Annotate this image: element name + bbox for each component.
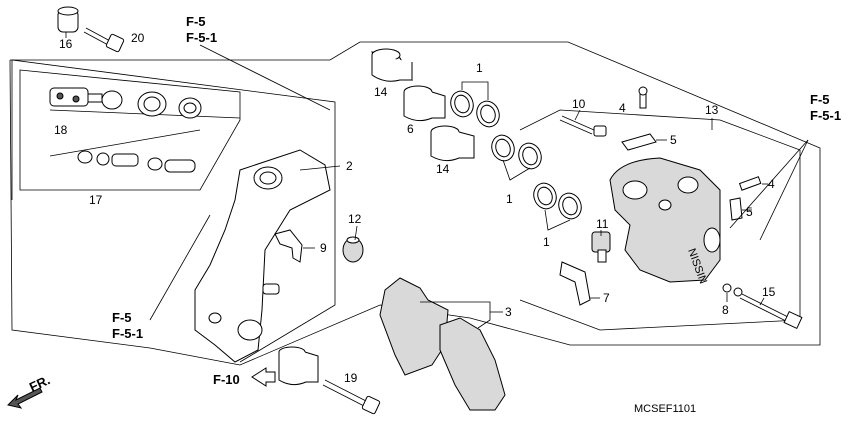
leader-1-top: [461, 81, 489, 100]
callout-13: 13: [705, 103, 719, 117]
leader-f5-left: [149, 214, 211, 321]
callout-16: 16: [59, 37, 73, 51]
callout-19: 19: [344, 371, 358, 385]
leader-f5-right-2: [759, 139, 809, 241]
part-6-sleeve: [403, 85, 446, 122]
part-4-bleeder-right: [738, 176, 762, 191]
callout-11: 11: [596, 217, 609, 231]
part-14-sleeve-lower: [430, 125, 475, 162]
callout-9: 9: [320, 241, 327, 255]
ref-f5-left: F-5: [112, 310, 132, 325]
part-17-pin-parts: [77, 150, 196, 173]
sleeve-f10: [278, 346, 319, 386]
leader-2: [299, 165, 341, 171]
callout-5-upper: 5: [670, 133, 677, 147]
front-arrow-icon: [7, 387, 43, 409]
callout-15: 15: [762, 285, 776, 299]
leader-10: [574, 109, 581, 121]
callout-7: 7: [603, 291, 610, 305]
assembly-outline: [9, 41, 821, 366]
part-15-bolt: [733, 287, 803, 330]
part-5-cap-upper: [621, 133, 657, 151]
leader-12: [354, 225, 358, 241]
ref-f5-top: F-5: [186, 14, 206, 29]
callout-20: 20: [131, 31, 145, 45]
ref-f51-top: F-5-1: [186, 30, 217, 45]
front-arrow-label: FR.: [27, 372, 52, 394]
part-19-bolt: [322, 379, 381, 415]
part-18-pin-assembly: [49, 87, 202, 119]
part-7-pad-spring: [559, 261, 591, 306]
f10-arrow-icon: [251, 367, 276, 387]
leader-3: [420, 301, 491, 329]
pin-box-inner-2: [49, 129, 201, 157]
callout-12: 12: [348, 212, 362, 226]
part-10-pad-pin: [559, 115, 607, 137]
leader-1-bot: [544, 209, 571, 231]
callout-4-right: 4: [768, 177, 775, 191]
callout-2: 2: [346, 159, 353, 173]
callout-5-right: 5: [746, 205, 753, 219]
callout-1-top: 1: [476, 61, 483, 75]
callout-14-lower: 14: [436, 162, 450, 176]
part-3-brake-pads: [379, 277, 506, 411]
part-14-sleeve-upper: [371, 48, 413, 82]
leader-f5-right: [729, 139, 809, 229]
callout-18: 18: [54, 123, 68, 137]
part-16-sleeve: [57, 6, 79, 33]
part-5-cap-right: [729, 197, 743, 221]
ref-f10: F-10: [213, 372, 240, 387]
part-20-bolt: [83, 27, 125, 53]
callout-1-bot: 1: [543, 235, 550, 249]
caliper-body-box: [519, 109, 801, 331]
slide-pin-box: [19, 69, 241, 191]
callout-1-mid: 1: [506, 192, 513, 206]
ref-f5-right: F-5: [810, 92, 830, 107]
diagram-code: MCSEF1101: [634, 403, 696, 415]
part-11-plug: [591, 231, 611, 263]
leader-f5-top: [199, 44, 331, 111]
ref-f51-left: F-5-1: [112, 326, 143, 341]
callout-8: 8: [722, 303, 729, 317]
part-1-seals-middle: [491, 134, 542, 170]
callout-10: 10: [572, 97, 586, 111]
callout-3: 3: [505, 305, 512, 319]
leader-15: [759, 297, 765, 306]
part-2-bracket: [194, 149, 331, 363]
callout-14-upper: 14: [374, 85, 388, 99]
part-8-washer: [722, 283, 732, 293]
part-1-seals-upper: [450, 90, 500, 128]
part-1-seals-lower: [533, 182, 582, 220]
bracket-outline: [11, 59, 336, 363]
callout-6: 6: [407, 122, 414, 136]
part-9-retainer-clip: [274, 229, 303, 263]
callout-17: 17: [89, 193, 103, 207]
ref-f51-right: F-5-1: [810, 108, 841, 123]
part-12-boot: [342, 236, 364, 263]
part-13-caliper-body: NISSIN: [609, 157, 721, 286]
callout-4-upper: 4: [619, 101, 626, 115]
leader-1-mid: [502, 159, 531, 181]
part-4-bleeder-upper: [638, 86, 648, 109]
